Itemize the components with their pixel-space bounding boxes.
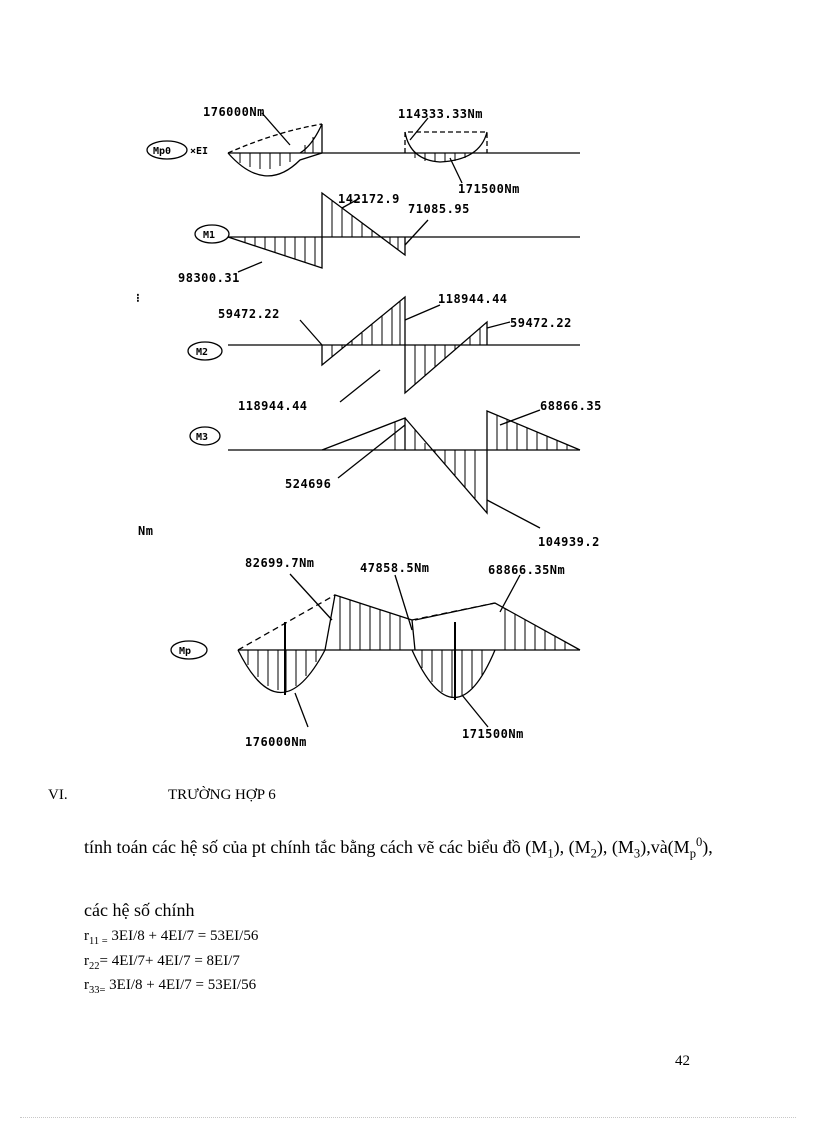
label-mp0-bottom-right: 171500Nm: [458, 182, 520, 196]
tag-mp0-suffix: ×EI: [190, 146, 208, 157]
label-m2-top-mid: 118944.44: [438, 292, 508, 306]
para-sup: 0: [695, 835, 703, 849]
label-m3-bottom-right: 104939.2: [538, 535, 600, 549]
label-mp-bottom-right: 171500Nm: [462, 727, 524, 741]
tag-m3: M3: [196, 432, 208, 443]
subheading: các hệ số chính: [84, 900, 195, 920]
footer-divider: [20, 1117, 796, 1118]
eq-expr: 3EI/8 + 4EI/7 = 53EI/56: [107, 928, 259, 944]
para-text: ), (M: [553, 837, 591, 857]
label-mp0-top-right: 114333.33Nm: [398, 107, 483, 121]
moment-diagrams: 176000Nm 114333.33Nm 171500Nm Mp0 ×EI 14…: [136, 105, 602, 749]
label-mp-top-b: 47858.5Nm: [360, 561, 430, 575]
tag-m1: M1: [203, 230, 215, 241]
eq-sub: 33=: [89, 985, 106, 996]
label-m2-top-right: 59472.22: [510, 316, 572, 330]
label-m1-top-a: 142172.9: [338, 192, 400, 206]
tag-mp0: Mp0: [153, 146, 171, 157]
eq-sub: 11 =: [89, 936, 108, 947]
page-number: 42: [675, 1053, 690, 1069]
diagram-mp0: [146, 112, 580, 184]
eq-var: r: [84, 977, 89, 993]
diagram-mp: [170, 573, 581, 728]
label-m2-top-left: 59472.22: [218, 307, 280, 321]
stray-unit: Nm: [138, 524, 153, 538]
diagram-m3: [189, 409, 581, 529]
label-m2-bottom: 118944.44: [238, 399, 308, 413]
para-sub: 1: [547, 846, 554, 861]
para-text: ),và(M: [640, 837, 690, 857]
tag-mp: Mp: [179, 646, 191, 657]
para-sub: 2: [590, 846, 597, 861]
label-mp0-top-left: 176000Nm: [203, 105, 265, 119]
para-sub: p: [689, 846, 696, 861]
label-mp-top-c: 68866.35Nm: [488, 563, 565, 577]
intro-paragraph: tính toán các hệ số của pt chính tắc bằn…: [84, 830, 724, 866]
eq-sub: 22: [89, 961, 100, 972]
tag-m2: M2: [196, 347, 208, 358]
para-sub: 3: [633, 846, 641, 861]
para-text: tính toán các hệ số của pt chính tắc bằn…: [84, 837, 548, 857]
label-mp-bottom-left: 176000Nm: [245, 735, 307, 749]
para-text: ), (M: [596, 837, 634, 857]
label-m1-bottom: 98300.31: [178, 271, 240, 285]
eq-var: r: [84, 928, 89, 944]
label-m3-bottom-left: 524696: [285, 477, 331, 491]
stray-mark: ⁝: [136, 291, 140, 305]
eq-expr: = 4EI/7+ 4EI/7 = 8EI/7: [99, 953, 240, 969]
equation-r22: r22= 4EI/7+ 4EI/7 = 8EI/7: [84, 953, 240, 972]
equation-r11: r11 = 3EI/8 + 4EI/7 = 53EI/56: [84, 928, 258, 947]
diagram-m1: [194, 191, 580, 273]
section-title: TRƯỜNG HỢP 6: [168, 787, 276, 803]
eq-var: r: [84, 953, 89, 969]
equation-r33: r33= 3EI/8 + 4EI/7 = 53EI/56: [84, 977, 256, 996]
eq-expr: 3EI/8 + 4EI/7 = 53EI/56: [105, 977, 257, 993]
para-text: ),: [702, 837, 713, 857]
diagram-m2: [187, 295, 580, 403]
label-m1-top-b: 71085.95: [408, 202, 470, 216]
section-number: VI.: [48, 787, 68, 803]
label-m3-top-right: 68866.35: [540, 399, 602, 413]
label-mp-top-a: 82699.7Nm: [245, 556, 315, 570]
